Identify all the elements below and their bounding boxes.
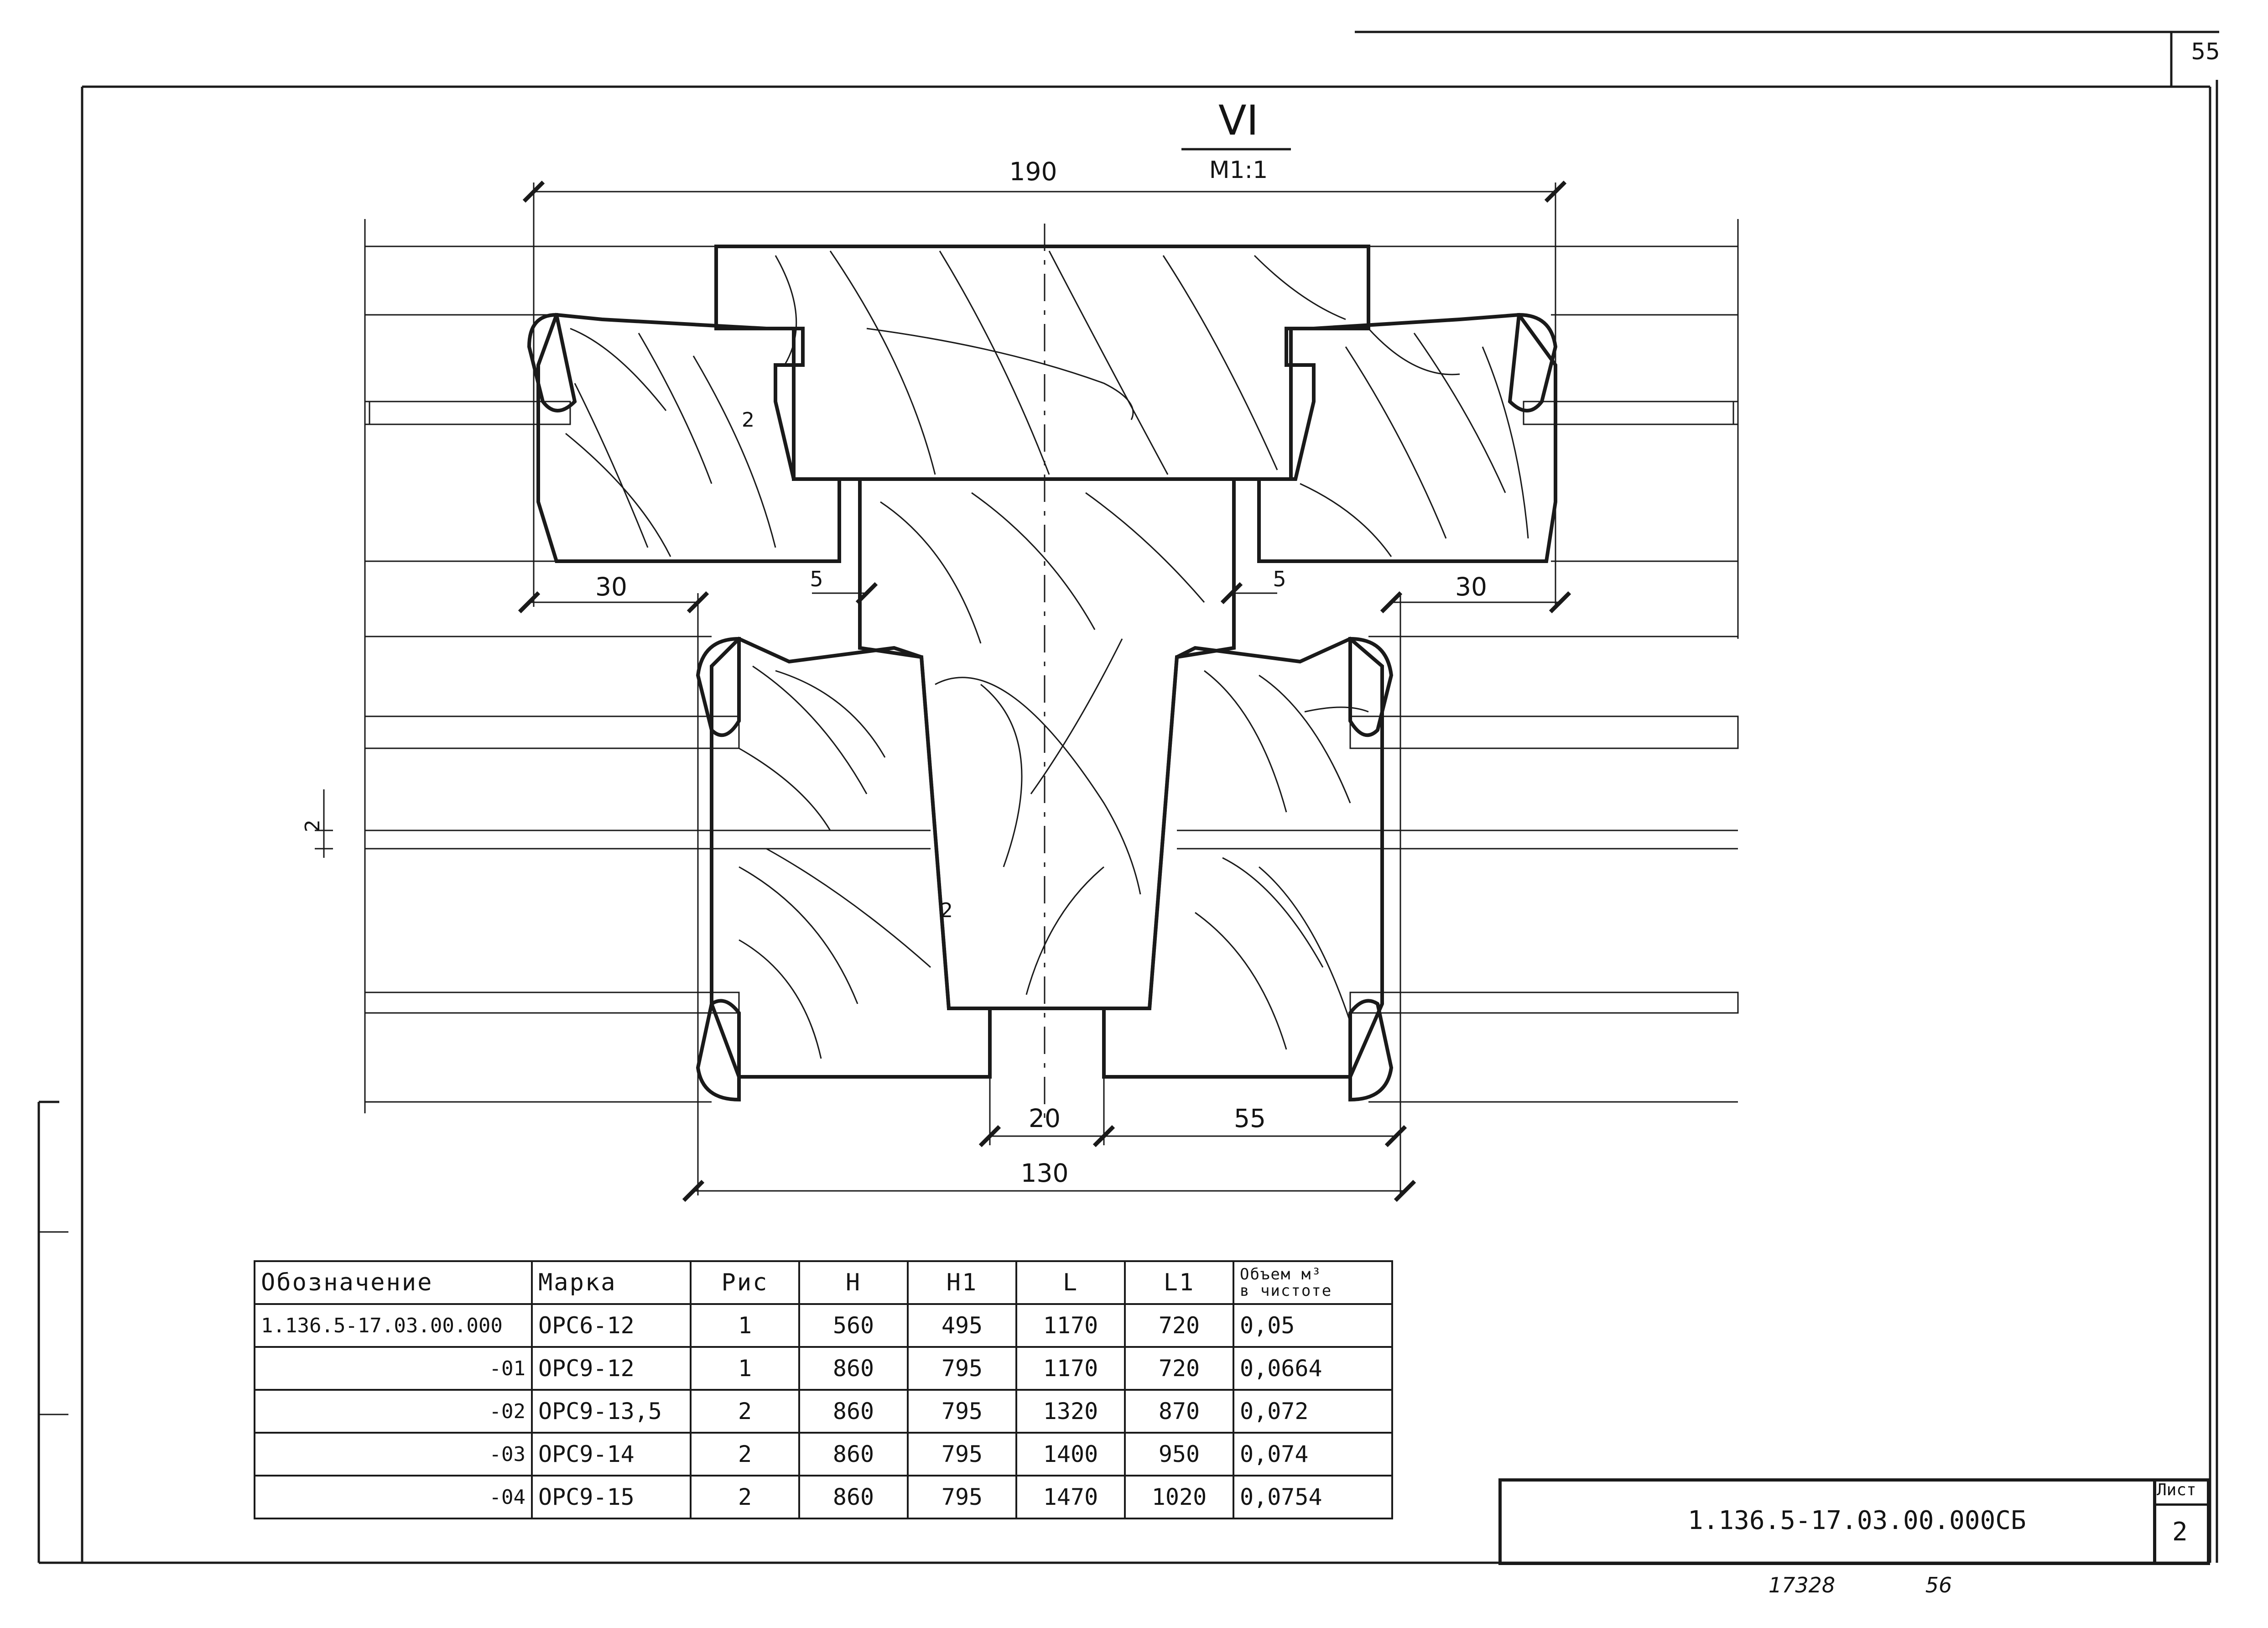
cell-volume: 0,074 — [1233, 1432, 1393, 1477]
dim-side-gap: 2 — [301, 819, 324, 832]
cell-mark: ОРС6-12 — [531, 1303, 692, 1348]
cell-designation: -04 — [254, 1475, 533, 1519]
center-post — [858, 224, 1236, 1127]
specification-table: Обозначение Марка Рис Н Н1 L L1 Объем м³… — [254, 1260, 1393, 1519]
cell-fig: 2 — [690, 1475, 800, 1519]
cell-designation: -03 — [254, 1432, 533, 1477]
cell-fig: 1 — [690, 1346, 800, 1391]
scale-label: М1:1 — [1209, 157, 1268, 184]
cell-volume: 0,05 — [1233, 1303, 1393, 1348]
cell-designation: -01 — [254, 1346, 533, 1391]
page-number: 55 — [2191, 38, 2220, 65]
inventory-number: 17328 — [1769, 1573, 1835, 1597]
header-fig: Рис — [690, 1260, 800, 1305]
cell-l: 1170 — [1015, 1303, 1126, 1348]
cell-mark: ОРС9-15 — [531, 1475, 692, 1519]
header-h1: Н1 — [907, 1260, 1017, 1305]
view-title: VI М1:1 — [1181, 97, 1291, 184]
cell-mark: ОРС9-14 — [531, 1432, 692, 1477]
sheet-number-box — [2153, 1478, 2210, 1565]
dim-left-offset: 30 — [595, 572, 627, 601]
cell-h: 560 — [798, 1303, 909, 1348]
cell-l: 1320 — [1015, 1389, 1126, 1434]
dim-bottom-right: 55 — [1234, 1104, 1266, 1133]
dim-joint-gap: 2 — [940, 899, 953, 922]
sheet-label: Лист — [2157, 1481, 2196, 1499]
header-l: L — [1015, 1260, 1126, 1305]
cell-h1: 795 — [907, 1389, 1017, 1434]
cell-h: 860 — [798, 1346, 909, 1391]
cell-h: 860 — [798, 1432, 909, 1477]
cell-l1: 870 — [1124, 1389, 1234, 1434]
header-volume-line2: в чистоте — [1240, 1282, 1332, 1300]
cell-l: 1400 — [1015, 1432, 1126, 1477]
sheet-number: 2 — [2172, 1517, 2188, 1547]
lower-right-sash — [1102, 637, 1394, 1102]
view-label: VI — [1218, 97, 1259, 145]
cell-h1: 795 — [907, 1475, 1017, 1519]
glass-panes — [364, 401, 1739, 1014]
upper-right-sash — [1257, 313, 1558, 563]
cell-designation: -02 — [254, 1389, 533, 1434]
dim-left-gap: 5 — [810, 567, 823, 591]
cell-h1: 795 — [907, 1432, 1017, 1477]
cell-volume: 0,0754 — [1233, 1475, 1393, 1519]
dim-overall-width: 190 — [1009, 157, 1057, 186]
lower-left-sash — [696, 637, 992, 1102]
cell-h: 860 — [798, 1475, 909, 1519]
cell-l: 1470 — [1015, 1475, 1126, 1519]
header-h: Н — [798, 1260, 909, 1305]
cell-h1: 795 — [907, 1346, 1017, 1391]
cell-mark: ОРС9-13,5 — [531, 1389, 692, 1434]
cell-l1: 720 — [1124, 1303, 1234, 1348]
cell-l1: 720 — [1124, 1346, 1234, 1391]
cell-fig: 1 — [690, 1303, 800, 1348]
inventory-page: 56 — [1925, 1573, 1952, 1597]
sheet-number-divider — [2153, 1503, 2210, 1506]
dimension-lines — [315, 180, 1571, 1202]
header-mark: Марка — [531, 1260, 692, 1305]
cell-l1: 950 — [1124, 1432, 1234, 1477]
table-header-row: Обозначение Марка Рис Н Н1 L L1 Объем м³… — [254, 1260, 1393, 1305]
cell-designation: 1.136.5-17.03.00.000 — [254, 1303, 533, 1348]
dim-bottom-slot: 20 — [1029, 1104, 1061, 1133]
cell-mark: ОРС9-12 — [531, 1346, 692, 1391]
cell-l: 1170 — [1015, 1346, 1126, 1391]
header-designation: Обозначение — [254, 1260, 533, 1305]
dim-bottom-width: 130 — [1021, 1158, 1069, 1188]
cell-volume: 0,072 — [1233, 1389, 1393, 1434]
dim-right-gap: 5 — [1273, 567, 1286, 591]
cell-volume: 0,0664 — [1233, 1346, 1393, 1391]
sheet-frame — [37, 31, 2219, 1564]
cell-l1: 1020 — [1124, 1475, 1234, 1519]
cell-h1: 495 — [907, 1303, 1017, 1348]
dim-right-offset: 30 — [1455, 572, 1487, 601]
header-l1: L1 — [1124, 1260, 1234, 1305]
dimension-labels: 190 30 30 5 5 2 2 2 20 55 130 — [301, 157, 1487, 1188]
document-code: 1.136.5-17.03.00.000СБ — [1688, 1506, 2026, 1535]
top-center-block — [714, 245, 1370, 481]
dim-groove-gap: 2 — [742, 408, 754, 432]
header-volume: Объем м³ в чистоте — [1233, 1260, 1393, 1305]
cell-fig: 2 — [690, 1389, 800, 1434]
board-lines — [364, 219, 1739, 1113]
cell-h: 860 — [798, 1389, 909, 1434]
header-volume-line1: Объем м³ — [1240, 1265, 1322, 1284]
upper-left-sash — [527, 313, 841, 563]
cell-fig: 2 — [690, 1432, 800, 1477]
